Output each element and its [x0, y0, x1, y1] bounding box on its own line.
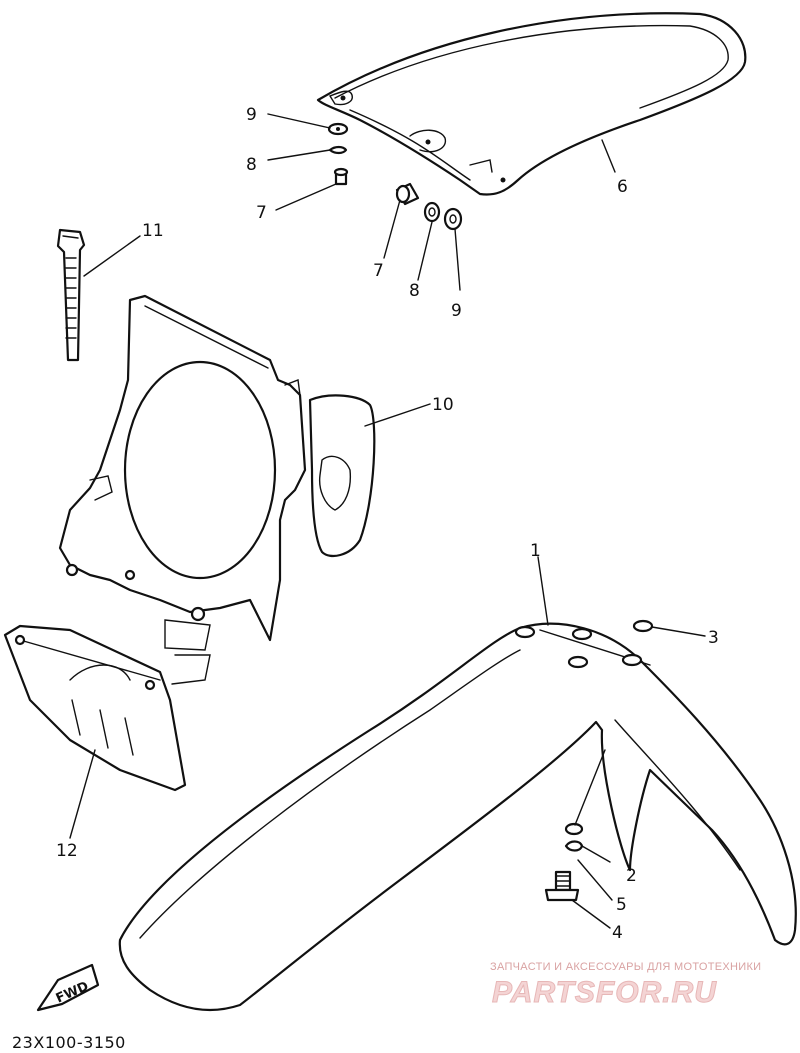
callout-4: 4 — [612, 923, 623, 943]
callout-numbers: 9 8 7 7 8 9 6 11 10 1 3 2 5 4 12 — [56, 105, 719, 943]
callout-9-lower: 9 — [451, 301, 462, 321]
diagram-code: 23X100-3150 — [12, 1033, 126, 1052]
callout-7-upper: 7 — [256, 203, 267, 223]
callout-3: 3 — [708, 628, 719, 648]
watermark-tagline: ЗАПЧАСТИ И АКСЕССУАРЫ ДЛЯ МОТОТЕХНИКИ — [490, 961, 761, 973]
cable-tie — [56, 228, 86, 362]
callout-7-lower: 7 — [373, 261, 384, 281]
callout-5: 5 — [616, 895, 627, 915]
fastener-stack-left — [327, 122, 349, 186]
callout-8-lower: 8 — [409, 281, 420, 301]
callout-1: 1 — [530, 541, 541, 561]
front-number-plate — [58, 294, 376, 685]
callout-10: 10 — [432, 395, 454, 415]
fwd-arrow: FWD — [36, 963, 100, 1012]
callout-2: 2 — [626, 866, 637, 886]
watermark: ЗАПЧАСТИ И АКСЕССУАРЫ ДЛЯ МОТОТЕХНИКИ PA… — [490, 961, 761, 1010]
fastener-stack-right — [395, 182, 463, 231]
leader-lines — [69, 113, 706, 929]
callout-9-upper: 9 — [246, 105, 257, 125]
watermark-brand: PARTSFOR.RU — [492, 976, 717, 1009]
callout-6: 6 — [617, 177, 628, 197]
fender-bolt-stack — [544, 619, 654, 902]
front-fender — [118, 622, 797, 1012]
callout-12: 12 — [56, 841, 78, 861]
lower-guard-plate — [3, 624, 187, 792]
callout-11: 11 — [142, 221, 164, 241]
rear-fender — [316, 12, 747, 196]
callout-8-upper: 8 — [246, 155, 257, 175]
